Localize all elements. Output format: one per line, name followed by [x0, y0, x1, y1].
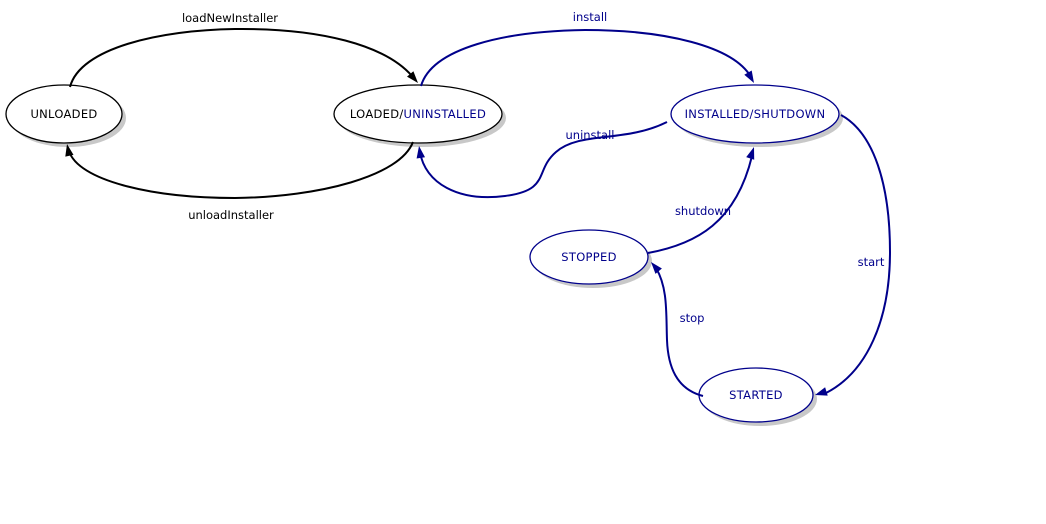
edge-label-shutdown: shutdown	[675, 204, 731, 218]
edge-load-new-installer	[69, 27, 413, 88]
arrowhead-install	[744, 70, 754, 83]
edge-install	[420, 28, 752, 87]
state-installed-shutdown-label: INSTALLED/SHUTDOWN	[685, 107, 826, 121]
edge-start	[825, 114, 892, 394]
arrowhead-load-new-installer	[407, 71, 418, 83]
state-loaded-uninstalled	[333, 84, 506, 147]
edge-label-stop: stop	[680, 311, 705, 325]
arrowhead-shutdown	[746, 147, 755, 160]
state-loaded-label-part: LOADED/	[350, 107, 404, 121]
state-stopped-label: STOPPED	[561, 250, 616, 264]
edge-uninstall	[419, 121, 668, 199]
state-loaded-uninstalled-label: LOADED/UNINSTALLED	[350, 107, 486, 121]
state-unloaded-ellipse	[5, 84, 123, 144]
state-unloaded	[5, 84, 126, 147]
arrowhead-unload-installer	[65, 144, 74, 157]
edges-layer	[68, 27, 892, 397]
state-stopped-ellipse	[529, 229, 649, 285]
state-started	[698, 367, 817, 426]
arrowhead-start	[815, 387, 828, 396]
state-loaded-uninstalled-ellipse	[333, 84, 503, 144]
edge-label-load-new-installer: loadNewInstaller	[182, 11, 278, 25]
edge-label-uninstall: uninstall	[566, 128, 615, 142]
edge-label-install: install	[573, 10, 607, 24]
state-installed-shutdown	[670, 84, 843, 147]
edge-shutdown	[647, 155, 753, 254]
state-uninstalled-label-part: UNINSTALLED	[404, 107, 487, 121]
edge-unload-installer	[68, 141, 414, 200]
edge-label-unload-installer: unloadInstaller	[188, 208, 274, 222]
edge-stop	[655, 267, 704, 397]
arrowhead-stop	[651, 262, 662, 274]
state-stopped	[529, 229, 652, 288]
state-unloaded-label: UNLOADED	[30, 107, 97, 121]
state-started-label: STARTED	[729, 388, 783, 402]
arrowheads-layer	[65, 70, 828, 396]
state-installed-shutdown-ellipse	[670, 84, 840, 144]
edge-label-start: start	[858, 255, 885, 269]
arrowhead-uninstall	[416, 146, 425, 159]
